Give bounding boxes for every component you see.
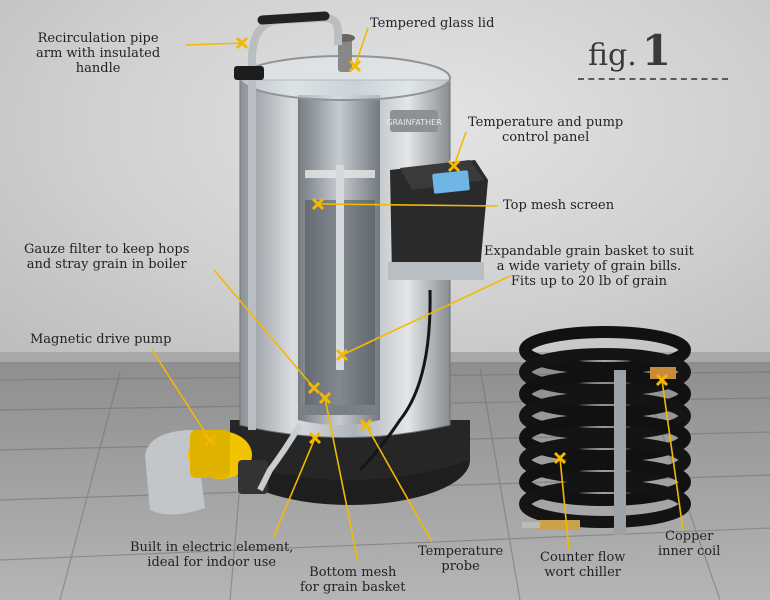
marker-mesh-top (311, 197, 325, 211)
figure-underline (578, 78, 728, 80)
marker-gauze (307, 381, 321, 395)
label-temperature-probe: Temperature probe (418, 544, 504, 574)
figure-number: 1 (641, 26, 672, 75)
label-top-mesh: Top mesh screen (503, 198, 615, 213)
counter-flow-chiller (519, 326, 691, 535)
figure-title: fig. 1 (588, 26, 671, 75)
marker-basket (335, 348, 349, 362)
label-grain-basket: Expandable grain basket to suit a wide v… (484, 244, 694, 289)
marker-element (308, 431, 322, 445)
label-glass-lid: Tempered glass lid (370, 16, 495, 31)
label-bottom-mesh: Bottom mesh for grain basket (300, 565, 406, 595)
leader-lines (151, 27, 684, 563)
label-wort-chiller: Counter flow wort chiller (540, 550, 626, 580)
marker-lid (348, 59, 362, 73)
label-copper-coil: Copper inner coil (658, 529, 721, 559)
marker-bottom-mesh (318, 391, 332, 405)
power-cable (358, 289, 432, 472)
callout-markers (203, 36, 669, 465)
label-gauze-filter: Gauze filter to keep hops and stray grai… (24, 242, 190, 272)
marker-probe (359, 418, 373, 432)
label-control-panel: Temperature and pump control panel (468, 115, 624, 145)
label-recirculation-arm: Recirculation pipe arm with insulated ha… (36, 31, 161, 76)
marker-copper (655, 373, 669, 387)
marker-chiller (553, 451, 567, 465)
label-electric-element: Built in electric element, ideal for ind… (130, 540, 294, 570)
figure-prefix: fig. (588, 38, 637, 73)
marker-recirc (235, 36, 249, 50)
brand-plate (390, 110, 438, 132)
outlet-valve (257, 423, 303, 492)
marker-panel (447, 159, 461, 173)
label-magnetic-pump: Magnetic drive pump (30, 332, 172, 347)
control-panel (388, 160, 488, 280)
svg-text:GRAINFATHER: GRAINFATHER (386, 118, 442, 127)
control-display (432, 170, 470, 194)
marker-pump (203, 433, 217, 447)
